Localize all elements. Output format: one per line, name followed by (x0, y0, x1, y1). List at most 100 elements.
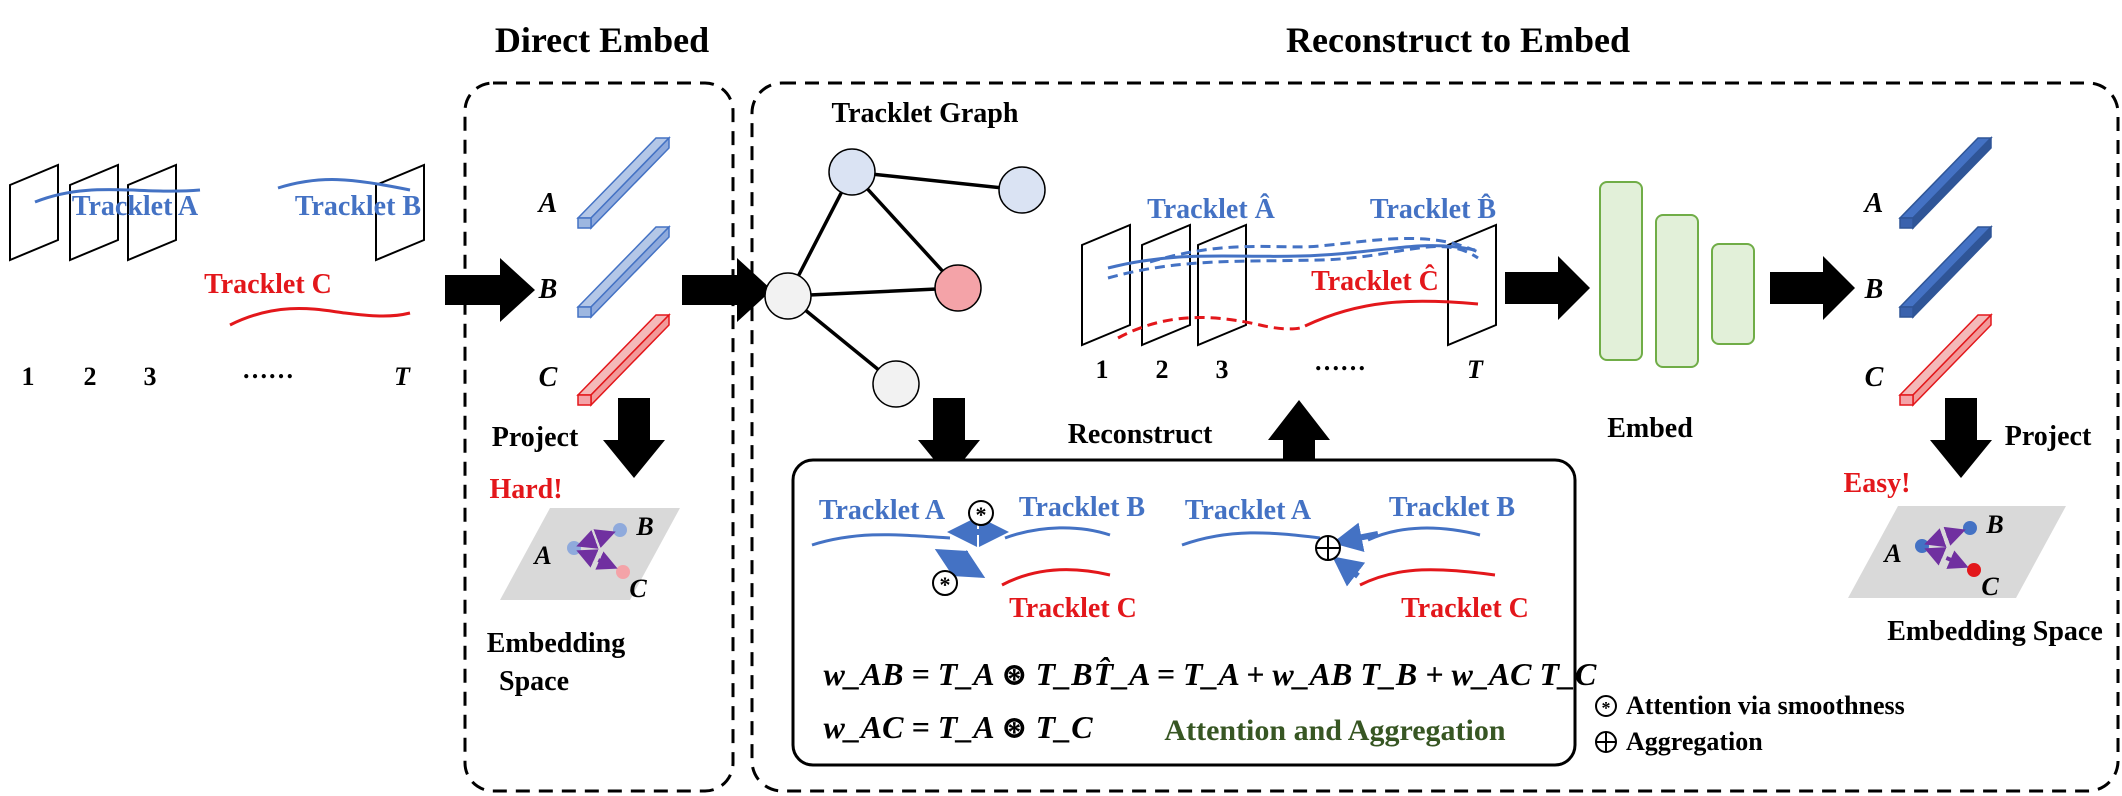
graph-node-e (872, 360, 920, 408)
svg-text:*: * (976, 502, 987, 527)
direct-point-c (616, 565, 630, 579)
attn-tracklet-a-curve (811, 533, 951, 547)
frame-label-1: 1 (22, 362, 35, 391)
graph-node-b (998, 166, 1046, 214)
recon-frame-label-1: 1 (1096, 355, 1109, 384)
agg-tracklet-a-label: Tracklet A (1185, 495, 1312, 526)
agg-tracklet-a-curve (1181, 531, 1321, 547)
direct-plane-label-c: C (629, 574, 647, 603)
agg-tracklet-c-label: Tracklet C (1401, 593, 1529, 624)
direct-embedding-bar-b (576, 225, 671, 319)
legend-aggregation-icon (1595, 731, 1617, 753)
direct-dist-ab (576, 529, 616, 549)
tracklet-a-label: Tracklet A (72, 191, 199, 222)
recon-frame-ellipsis: …… (1314, 347, 1366, 376)
input-frames (9, 163, 425, 262)
tracklet-c-hat-label: Tracklet Ĉ (1311, 265, 1439, 297)
svg-text:*: * (1602, 698, 1611, 718)
direct-embed-label-b: B (538, 274, 558, 305)
attn-arrow-ac (934, 549, 986, 578)
attn-tracklet-b-curve (1004, 526, 1111, 540)
right-point-a (1915, 539, 1929, 553)
graph-node-c (934, 264, 982, 312)
formula-w-ac: w_AC = T_A ⊛ T_C (823, 709, 1093, 745)
arrow-right-icon (682, 258, 772, 322)
embed-network-layer-3 (1711, 243, 1755, 345)
legend-aggregation-label: Aggregation (1626, 727, 1763, 756)
right-plane-label-a: A (1882, 539, 1901, 568)
tracklet-b-hat-label: Tracklet B̂ (1370, 194, 1496, 225)
direct-embed-box (463, 81, 735, 793)
tracklet-b-curve (277, 178, 411, 192)
right-embed-label-c: C (1865, 362, 1884, 393)
recon-frame-label-t: T (1467, 355, 1484, 384)
right-project-label: Project (2005, 421, 2092, 452)
right-embedding-bar-a (1898, 136, 1993, 230)
graph-node-d (764, 272, 812, 320)
legend-attention-label: Attention via smoothness (1626, 691, 1905, 720)
frame-label-3: 3 (144, 362, 157, 391)
svg-text:*: * (940, 572, 951, 597)
attn-tracklet-c-label: Tracklet C (1009, 593, 1137, 624)
right-point-b (1963, 521, 1977, 535)
attention-caption: Attention and Aggregation (1164, 714, 1505, 747)
graph-title: Tracklet Graph (832, 98, 1019, 129)
attn-tracklet-a-label: Tracklet A (819, 495, 946, 526)
right-plane-label-c: C (1981, 572, 1999, 601)
frame-ellipsis: …… (242, 355, 294, 384)
frame-label-t: T (394, 362, 411, 391)
tracklet-c-hat-curve (1304, 299, 1479, 328)
right-dist-ab (1924, 526, 1966, 548)
recon-frame-label-2: 2 (1156, 355, 1169, 384)
tracklet-c-curve (229, 307, 411, 327)
tracklet-b-hat-dashed (1149, 236, 1479, 264)
tracklet-b-label: Tracklet B (295, 191, 421, 222)
tracklet-a-hat-dashed (1107, 245, 1479, 280)
agg-arrow-c (1332, 556, 1366, 587)
graph-node-a (828, 148, 876, 196)
direct-project-label: Project (492, 422, 579, 453)
direct-embedding-bar-a (576, 136, 671, 230)
direct-embedding-bar-c (576, 313, 671, 407)
right-space-label: Embedding Space (1887, 616, 2103, 647)
easy-label: Easy! (1844, 468, 1911, 499)
tracklet-graph (786, 170, 1023, 386)
direct-embed-label-c: C (539, 362, 558, 393)
reconstruct-box (750, 81, 2120, 793)
tracklet-c-hat-dashed (1117, 316, 1306, 340)
direct-space-label-line1: Embedding (487, 628, 626, 659)
right-embedding-plane (1848, 506, 2066, 598)
heading-reconstruct-to-embed: Reconstruct to Embed (1286, 20, 1630, 60)
hard-label: Hard! (489, 474, 562, 505)
agg-arrow-b (1332, 522, 1379, 553)
heading-direct-embed: Direct Embed (495, 20, 709, 60)
right-embedding-bar-c (1898, 313, 1993, 407)
right-embed-label-a: A (1863, 188, 1884, 219)
embed-network-layer-1 (1599, 181, 1643, 361)
direct-plane-label-b: B (635, 512, 653, 541)
reconstructed-frames (1081, 223, 1497, 347)
tracklet-c-label: Tracklet C (204, 269, 332, 300)
formula-t-hat: T̂_A = T_A + w_AB T_B + w_AC T_C (1094, 656, 1597, 692)
recon-frame-label-3: 3 (1216, 355, 1229, 384)
legend-attention-icon: * (1595, 695, 1617, 718)
arrow-right-icon (1505, 256, 1590, 320)
arrow-down-icon (603, 398, 665, 478)
right-embedding-bar-b (1898, 225, 1993, 319)
embed-label: Embed (1607, 413, 1693, 444)
attention-op-icon: * (932, 570, 958, 597)
attn-tracklet-c-curve (1001, 568, 1111, 587)
arrow-right-icon (445, 258, 535, 322)
arrow-down-icon (918, 398, 980, 478)
direct-point-b (613, 523, 627, 537)
direct-dist-ac (576, 549, 618, 570)
direct-embed-label-a: A (537, 188, 558, 219)
right-embed-label-b: B (1864, 274, 1884, 305)
arrow-down-icon (1930, 398, 1992, 478)
embed-network-layer-2 (1655, 214, 1699, 368)
right-plane-label-b: B (1985, 510, 2003, 539)
reconstruct-label: Reconstruct (1068, 419, 1213, 450)
right-point-c (1967, 563, 1981, 577)
attention-op-icon: * (968, 500, 994, 527)
